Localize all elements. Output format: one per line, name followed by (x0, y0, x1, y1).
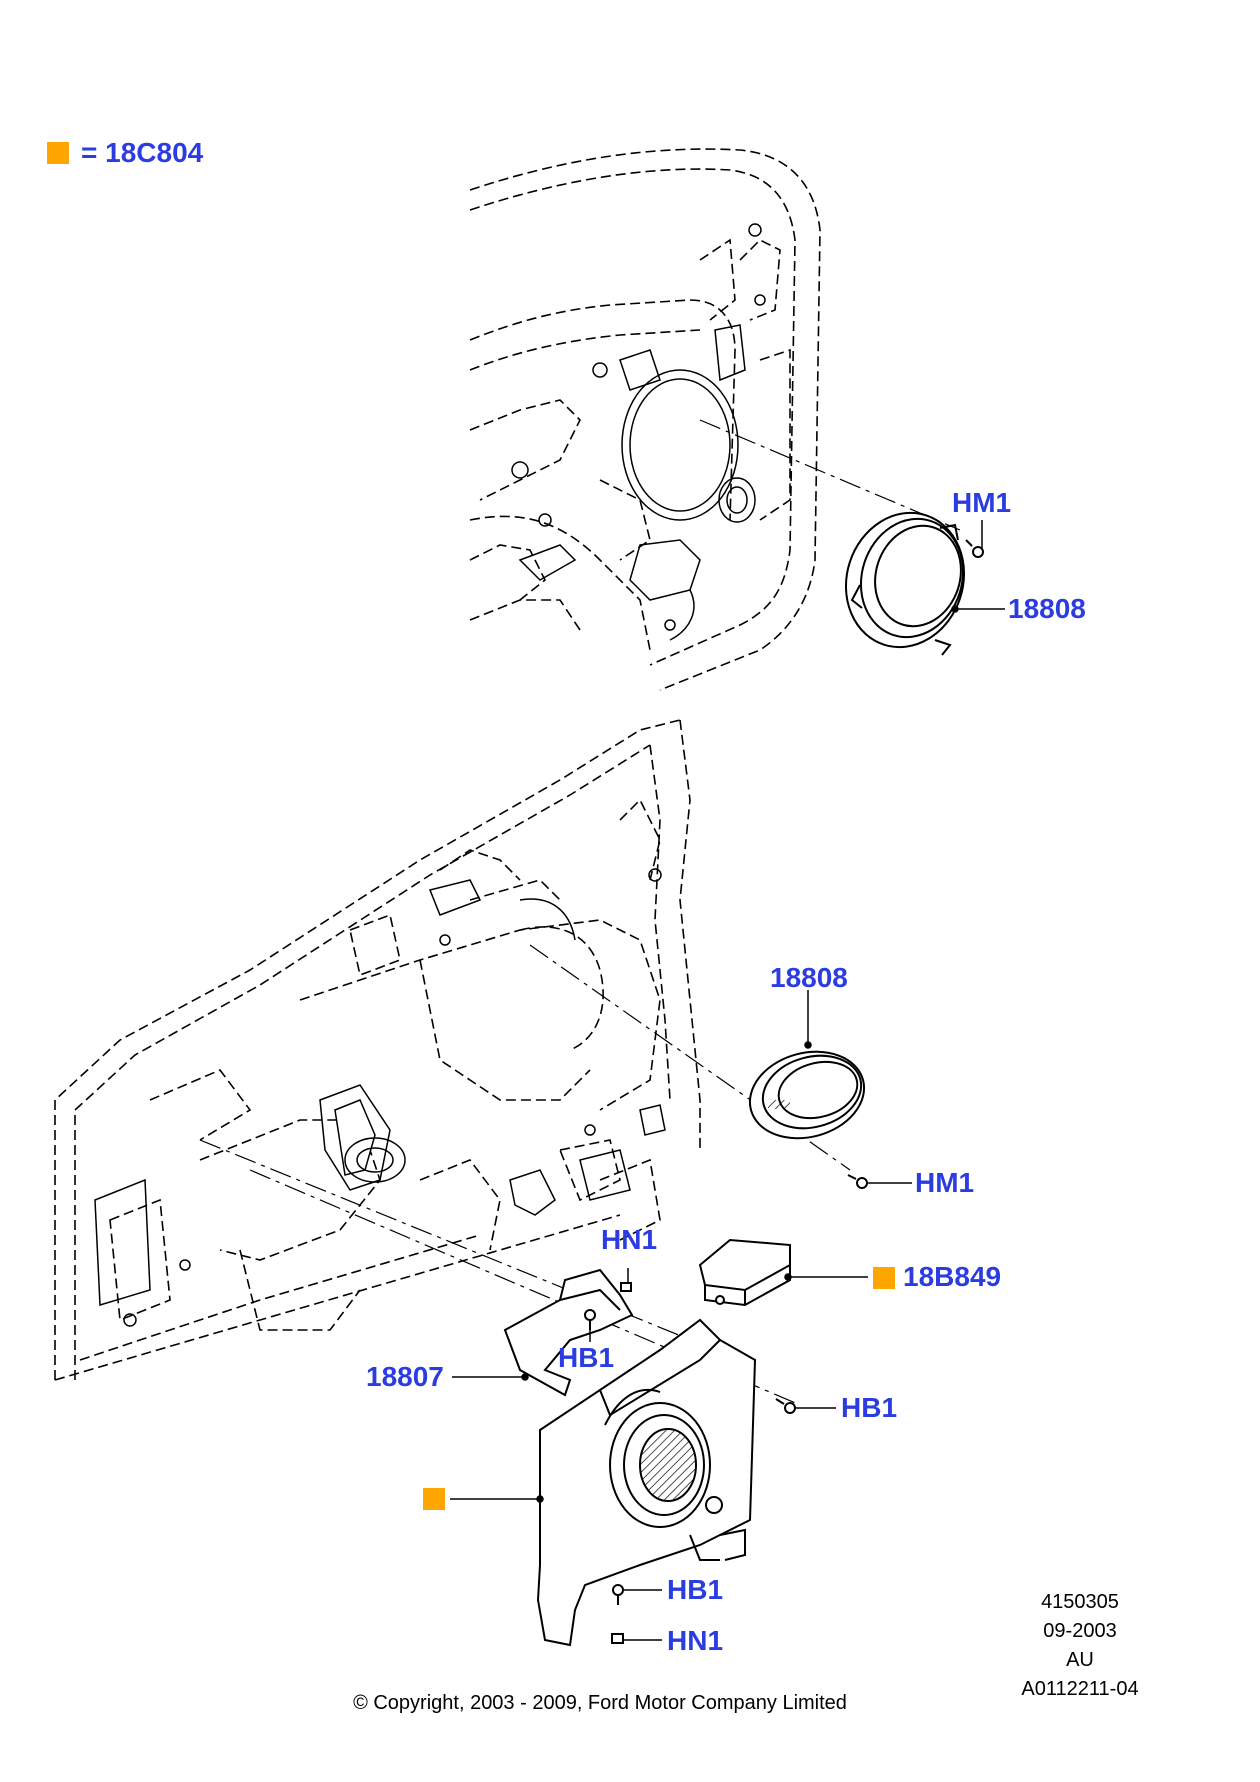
hn1-nut-lower (611, 1633, 624, 1644)
door-panel-solid-details (511, 223, 766, 641)
front-door-inner-panel (469, 148, 821, 691)
callout-bracket: 18807 (366, 1361, 444, 1392)
copyright-notice: © Copyright, 2003 - 2009, Ford Motor Com… (353, 1692, 847, 1714)
cowl-solid-details (94, 868, 666, 1327)
callout-hb1-upper: HB1 (558, 1342, 615, 1373)
callout-hb1-lower: HB1 (667, 1574, 724, 1605)
cowl-body-structure (54, 719, 701, 1381)
callout-hb1-right: HB1 (841, 1392, 898, 1423)
info-line-3: AU (1066, 1649, 1094, 1671)
callout-hm1-upper: HM1 (952, 487, 1012, 518)
bracket-part-18807 (503, 1268, 634, 1397)
info-line-2: 09-2003 (1043, 1620, 1117, 1642)
subwoofer-highlight-marker (423, 1488, 445, 1510)
leader-lines (450, 520, 1005, 1641)
callout-speaker-upper: 18808 (1008, 593, 1086, 624)
callout-hn1-lower: HN1 (667, 1625, 724, 1656)
amplifier-part-18B849 (698, 1238, 791, 1307)
legend-text: = 18C804 (81, 137, 204, 168)
upper-speaker-centerline (699, 419, 961, 531)
hb1-screw-right (775, 1398, 796, 1414)
hb1-screw-lower (612, 1584, 624, 1605)
lower-hm1-screw (847, 1174, 868, 1189)
lower-speaker-part-18808 (748, 1050, 866, 1140)
hn1-nut-upper (620, 1282, 632, 1292)
legend-swatch (47, 142, 69, 164)
subwoofer-enclosure (536, 1318, 757, 1647)
info-line-4: A0112211-04 (1021, 1678, 1139, 1700)
callout-speaker-lower: 18808 (770, 962, 848, 993)
upper-hm1-screw (965, 539, 984, 558)
legend: = 18C804 (47, 137, 203, 169)
callout-hn1-upper: HN1 (601, 1224, 658, 1255)
amplifier-highlight-marker (873, 1267, 895, 1289)
upper-speaker-part-18808 (844, 511, 966, 656)
callout-amplifier: 18B849 (903, 1261, 1002, 1292)
callout-hm1-lower: HM1 (915, 1167, 975, 1198)
subwoofer-centerline-a (199, 1139, 741, 1361)
info-line-1: 4150305 (1041, 1591, 1119, 1613)
